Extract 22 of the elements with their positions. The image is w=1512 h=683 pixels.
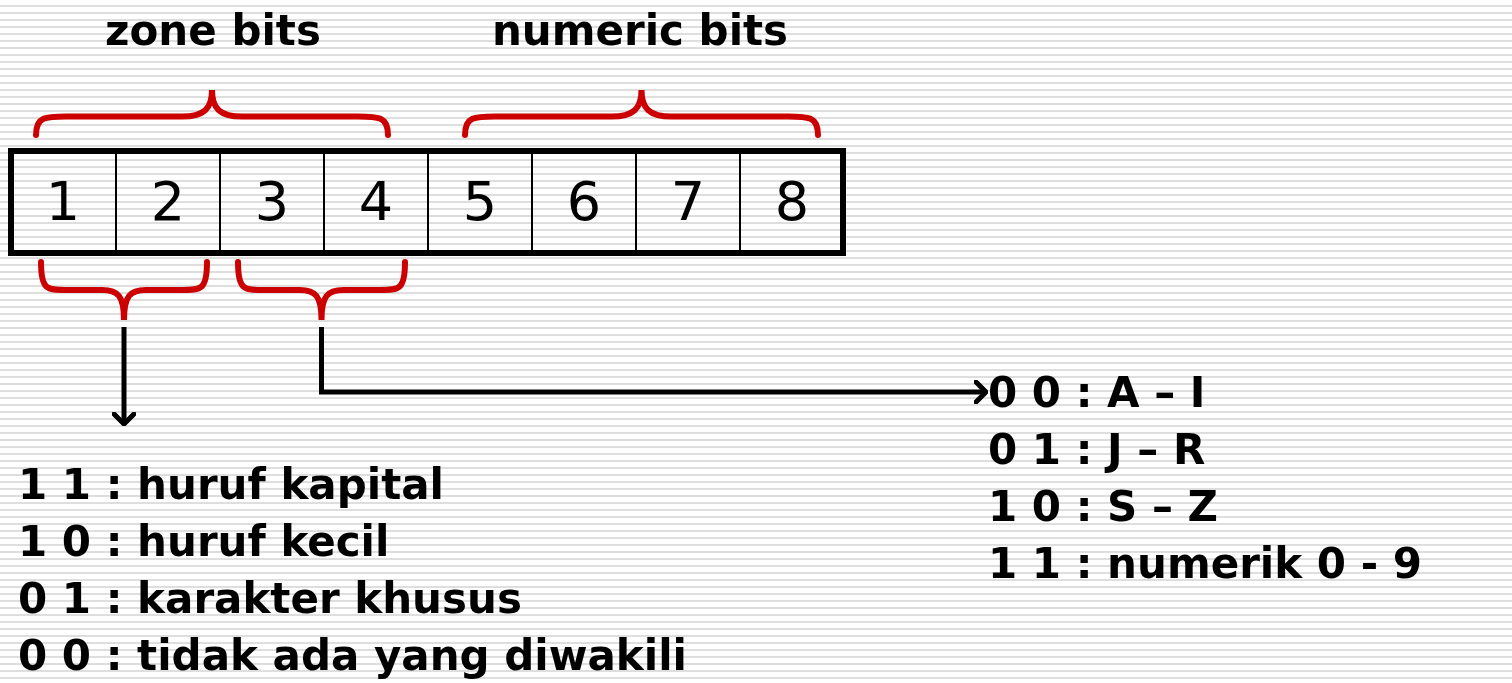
code-meaning: 0 0 : A – I (988, 367, 1207, 419)
code-meaning: 0 1 : J – R (988, 424, 1207, 476)
code-meaning: 1 1 : huruf kapital (18, 459, 445, 511)
bit-number: 2 (150, 175, 186, 229)
arrow (111, 327, 137, 427)
bit-number: 6 (566, 175, 602, 229)
bit-number: 3 (254, 175, 290, 229)
code-meaning: 1 1 : numerik 0 - 9 (988, 538, 1423, 590)
bit-number: 7 (670, 175, 706, 229)
code-meaning: 0 0 : tidak ada yang diwakili (18, 630, 688, 682)
bit-number: 1 (45, 175, 81, 229)
arrow (319, 327, 989, 405)
bit-group-label: zone bits (105, 6, 321, 55)
code-meaning: 0 1 : karakter khusus (18, 573, 523, 625)
bit-group-label: numeric bits (491, 6, 789, 55)
curly-brace (235, 259, 408, 323)
bit-number: 8 (774, 175, 810, 229)
bit-number: 5 (462, 175, 498, 229)
bit-number: 4 (358, 175, 394, 229)
code-meaning: 1 0 : S – Z (988, 481, 1220, 533)
curly-brace (38, 259, 210, 323)
code-meaning: 1 0 : huruf kecil (18, 516, 391, 568)
